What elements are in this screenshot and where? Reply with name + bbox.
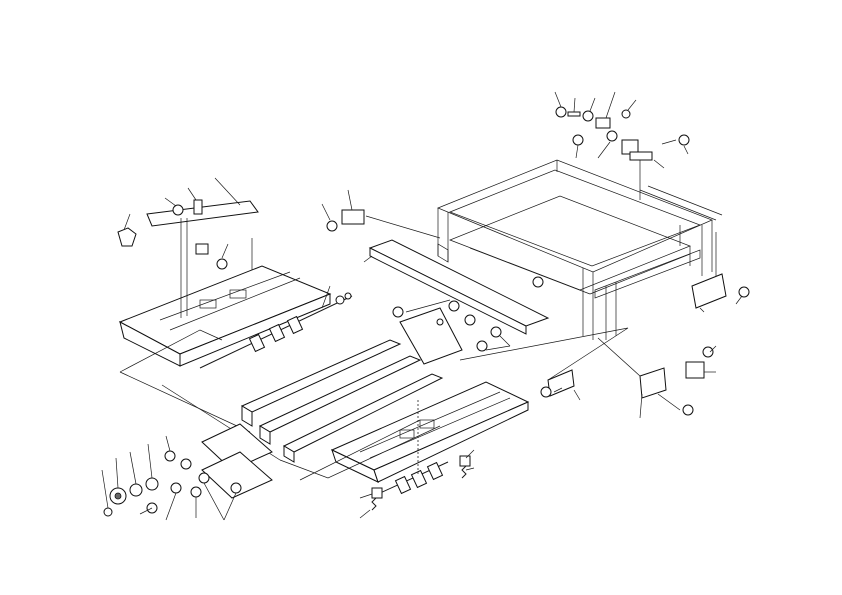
center-rail — [321, 189, 550, 335]
gear-assembly — [101, 423, 273, 521]
center-bracket — [392, 299, 511, 365]
assembly-guide-lines — [119, 327, 641, 481]
top-right-parts — [554, 91, 690, 200]
main-frame — [437, 159, 723, 340]
lower-tray — [330, 381, 530, 483]
roller-shaft — [199, 285, 353, 369]
right-brackets — [540, 273, 750, 419]
lower-roller-shaft — [359, 400, 475, 519]
guide-plates — [240, 329, 444, 463]
left-upper-tray — [117, 177, 332, 461]
